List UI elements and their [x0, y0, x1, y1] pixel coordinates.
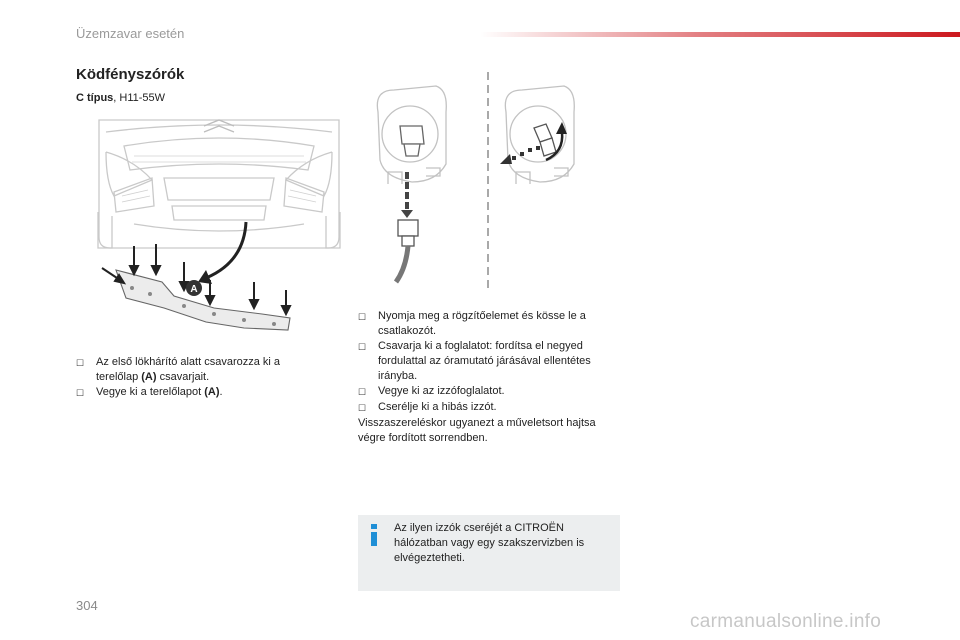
- checkbox-icon: ☐: [76, 358, 85, 368]
- checkbox-icon: ☐: [358, 342, 367, 352]
- foglamp-bulb-illustration: [376, 72, 575, 288]
- info-box: Az ilyen izzók cseréjét a CITROËN hálóza…: [358, 515, 620, 591]
- checkbox-icon: ☐: [76, 388, 85, 398]
- checkbox-icon: ☐: [358, 312, 367, 322]
- checkbox-icon: ☐: [358, 387, 367, 397]
- right-step-text: Csavarja ki a foglalatot: fordítsa el ne…: [378, 340, 591, 382]
- info-text: Az ilyen izzók cseréjét a CITROËN hálóza…: [394, 522, 585, 564]
- header-accent-bar: [480, 32, 960, 37]
- bulb-type-value: , H11-55W: [113, 92, 166, 104]
- left-step: ☐ Vegye ki a terelőlapot (A).: [76, 385, 316, 401]
- bumper-deflector-illustration: A: [97, 119, 341, 331]
- right-step-text: Vegye ki az izzófoglalatot.: [378, 385, 505, 397]
- right-step: ☐ Cserélje ki a hibás izzót.: [358, 400, 620, 416]
- right-step-text: Nyomja meg a rögzítőelemet és kösse le a…: [378, 310, 586, 337]
- section-title: Ködfényszórók: [76, 66, 185, 83]
- right-step: ☐ Nyomja meg a rögzítőelemet és kösse le…: [358, 309, 620, 339]
- right-step-text: Cserélje ki a hibás izzót.: [378, 401, 497, 413]
- reassembly-note: Visszaszereléskor ugyanezt a műveletsort…: [358, 417, 596, 444]
- marker-a-label: A: [190, 284, 197, 295]
- page-number: 304: [76, 598, 98, 613]
- right-instructions: ☐ Nyomja meg a rögzítőelemet és kösse le…: [358, 309, 620, 446]
- left-step-text: Az első lökhárító alatt csavarozza ki a …: [96, 356, 281, 383]
- right-step: ☐ Vegye ki az izzófoglalatot.: [358, 384, 620, 400]
- watermark: carmanualsonline.info: [690, 611, 882, 632]
- bulb-type: C típus, H11-55W: [76, 92, 165, 104]
- left-step-text: Vegye ki a terelőlapot (A).: [96, 386, 223, 398]
- left-step: ☐ Az első lökhárító alatt csavarozza ki …: [76, 355, 316, 385]
- checkbox-icon: ☐: [358, 403, 367, 413]
- left-instructions: ☐ Az első lökhárító alatt csavarozza ki …: [76, 355, 316, 401]
- info-icon: [371, 524, 377, 546]
- right-step: ☐ Csavarja ki a foglalatot: fordítsa el …: [358, 339, 620, 384]
- bulb-type-label: C típus: [76, 92, 114, 104]
- chapter-title: Üzemzavar esetén: [76, 26, 185, 41]
